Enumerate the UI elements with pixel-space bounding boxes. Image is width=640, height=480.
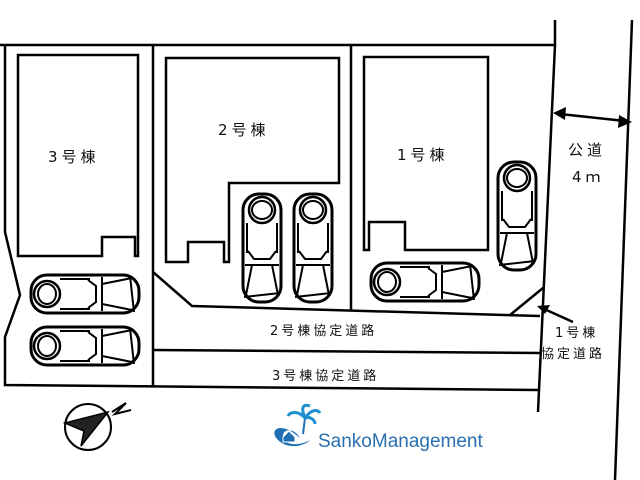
- car-icon: [29, 273, 141, 315]
- public-road-width: 4ｍ: [572, 168, 605, 186]
- building-1: 1号棟: [362, 55, 490, 252]
- road-1-label-line1: 1号棟: [555, 326, 598, 341]
- site-outline: [0, 19, 634, 480]
- building-1-label: 1号棟: [397, 146, 449, 164]
- car-icon: [496, 160, 538, 272]
- building-3: 3号棟: [16, 53, 140, 258]
- car-icon: [369, 261, 481, 303]
- building-3-label: 3号棟: [48, 148, 100, 166]
- building-2-label: 2号棟: [218, 121, 270, 139]
- north-compass-icon: [62, 402, 132, 451]
- public-road-label: 公道: [568, 141, 606, 159]
- double-arrow-icon: [553, 107, 632, 128]
- arrow-icon: [537, 305, 574, 324]
- logo-text-management: Management: [372, 431, 484, 452]
- logo-text-sanko: Sanko: [318, 431, 372, 452]
- car-icon: [241, 192, 283, 304]
- svg-text:SankoManagement: SankoManagement: [318, 431, 483, 452]
- building-2: 2号棟: [164, 56, 341, 264]
- road-3-label: 3号棟協定道路: [272, 368, 379, 384]
- road-1-label-line2: 協定道路: [541, 346, 605, 362]
- road-2-label: 2号棟協定道路: [270, 323, 377, 339]
- company-logo: SankoManagement: [274, 403, 483, 452]
- car-icon: [29, 325, 141, 367]
- car-icon: [292, 192, 334, 304]
